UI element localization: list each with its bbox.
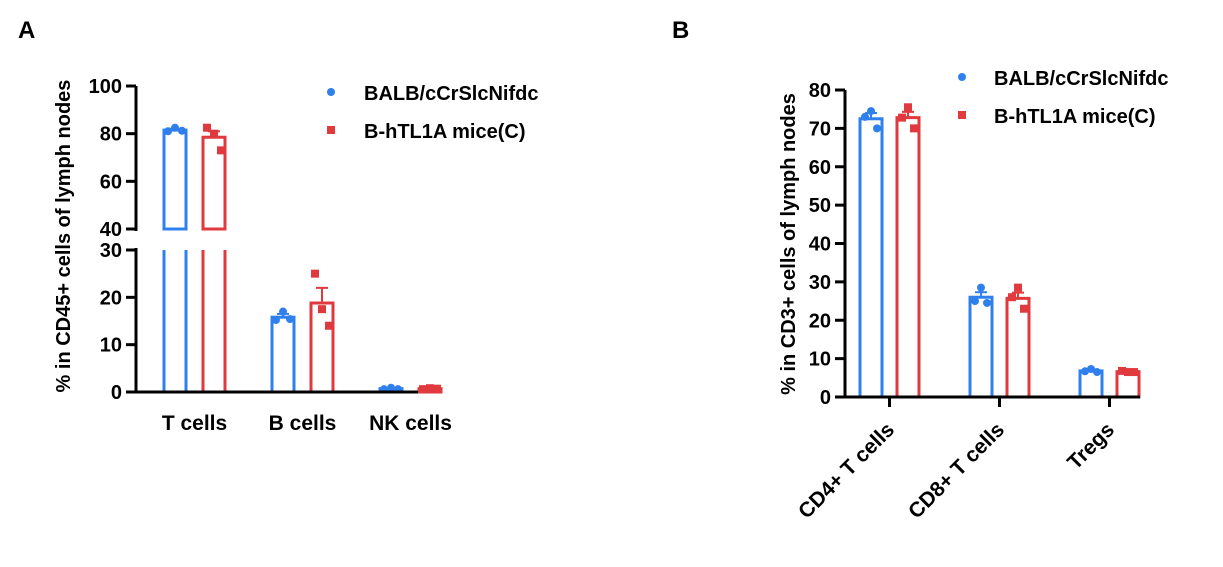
bar-a-0-1 — [270, 315, 296, 394]
point-a-1-1-0 — [311, 269, 319, 278]
point-a-1-0-2 — [217, 146, 225, 155]
point-a-1-1-1 — [318, 305, 326, 314]
point-b-1-2-0 — [1124, 368, 1132, 377]
legend-marker-a-1 — [327, 126, 335, 134]
ytick-label-b-0: 0 — [820, 387, 831, 409]
point-b-1-0-2 — [910, 124, 918, 133]
ytick-label-a-100: 100 — [89, 76, 122, 98]
ytick-label-a-40: 40 — [100, 219, 122, 241]
point-b-1-2-1 — [1118, 366, 1126, 375]
point-b-1-1-0 — [1014, 283, 1022, 292]
legend-marker-b-1 — [958, 111, 966, 119]
ytick-label-b-40: 40 — [809, 234, 831, 256]
point-b-0-2-0 — [1087, 364, 1095, 373]
point-b-0-2-2 — [1093, 368, 1101, 377]
category-label-a-2: NK cells — [369, 412, 452, 435]
bar-a-0-0-lower — [162, 250, 188, 394]
ytick-label-b-10: 10 — [809, 349, 831, 371]
chart-a-ylabel: % in CD45+ cells of lymph nodes — [53, 80, 75, 393]
ytick-label-a-80: 80 — [100, 124, 122, 146]
ytick-label-b-80: 80 — [809, 80, 831, 102]
point-b-0-0-2 — [873, 124, 881, 133]
point-a-1-2-0 — [419, 385, 427, 394]
bar-b-1-0 — [895, 116, 921, 399]
point-a-0-0-1 — [171, 123, 179, 132]
category-label-a-1: B cells — [269, 412, 337, 435]
point-a-1-2-1 — [426, 384, 434, 393]
ytick-label-a-20: 20 — [100, 287, 122, 309]
bar-b-0-1 — [968, 295, 994, 399]
ytick-label-a-0: 0 — [111, 382, 122, 404]
ytick-label-b-20: 20 — [809, 310, 831, 332]
point-a-1-2-2 — [433, 384, 441, 393]
ytick-label-b-50: 50 — [809, 195, 831, 217]
point-a-0-1-1 — [279, 307, 287, 316]
legend-marker-b-0 — [958, 73, 966, 81]
point-b-0-1-1 — [971, 297, 979, 306]
bar-b-0-0 — [858, 117, 884, 399]
panel-label-b: B — [672, 17, 689, 44]
point-b-0-1-0 — [977, 283, 985, 292]
legend-marker-a-0 — [327, 88, 335, 96]
ytick-label-b-70: 70 — [809, 118, 831, 140]
point-a-1-0-0 — [203, 123, 211, 132]
point-a-1-0-1 — [210, 129, 218, 138]
chart-a: % in CD45+ cells of lymph nodes 40 60 80 10… — [53, 76, 538, 435]
ytick-label-a-30: 30 — [100, 240, 122, 262]
point-a-0-1-2 — [286, 315, 294, 324]
point-b-1-1-2 — [1020, 304, 1028, 313]
bar-a-1-1 — [309, 301, 335, 394]
panel-label-a: A — [18, 17, 35, 44]
bar-a-0-0-upper — [162, 128, 188, 231]
bar-b-1-1 — [1005, 296, 1031, 399]
point-a-1-1-2 — [325, 321, 333, 330]
bar-a-1-0-lower — [201, 250, 227, 394]
category-label-b-1: CD8+ T cells — [904, 418, 1009, 523]
ytick-label-a-60: 60 — [100, 171, 122, 193]
legend-label-a-1: B-hTL1A mice(C) — [364, 121, 525, 143]
category-label-a-0: T cells — [162, 412, 227, 435]
point-b-0-1-2 — [983, 298, 991, 307]
point-a-0-0-0 — [164, 127, 172, 136]
point-b-0-2-1 — [1081, 367, 1089, 376]
legend-label-b-0: BALB/cCrSlcNifdc — [994, 68, 1168, 90]
point-b-1-2-2 — [1130, 368, 1138, 377]
ytick-label-b-60: 60 — [809, 157, 831, 179]
legend-label-a-0: BALB/cCrSlcNifdc — [364, 83, 538, 105]
point-a-0-2-1 — [387, 383, 395, 392]
point-a-0-1-0 — [272, 316, 280, 325]
ytick-label-a-10: 10 — [100, 335, 122, 357]
legend-label-b-1: B-hTL1A mice(C) — [994, 106, 1155, 128]
point-b-0-0-1 — [861, 112, 869, 121]
category-label-b-0: CD4+ T cells — [794, 418, 899, 523]
chart-b: % in CD3+ cells of lymph nodes 0 10 20 30 40… — [778, 68, 1168, 523]
category-label-b-2: Tregs — [1063, 418, 1119, 474]
point-b-1-0-1 — [898, 113, 906, 122]
point-a-0-0-2 — [178, 126, 186, 135]
point-b-1-0-0 — [904, 103, 912, 112]
point-b-0-0-0 — [867, 107, 875, 116]
point-b-1-1-1 — [1008, 293, 1016, 302]
chart-b-ylabel: % in CD3+ cells of lymph nodes — [778, 93, 800, 395]
ytick-label-b-30: 30 — [809, 272, 831, 294]
